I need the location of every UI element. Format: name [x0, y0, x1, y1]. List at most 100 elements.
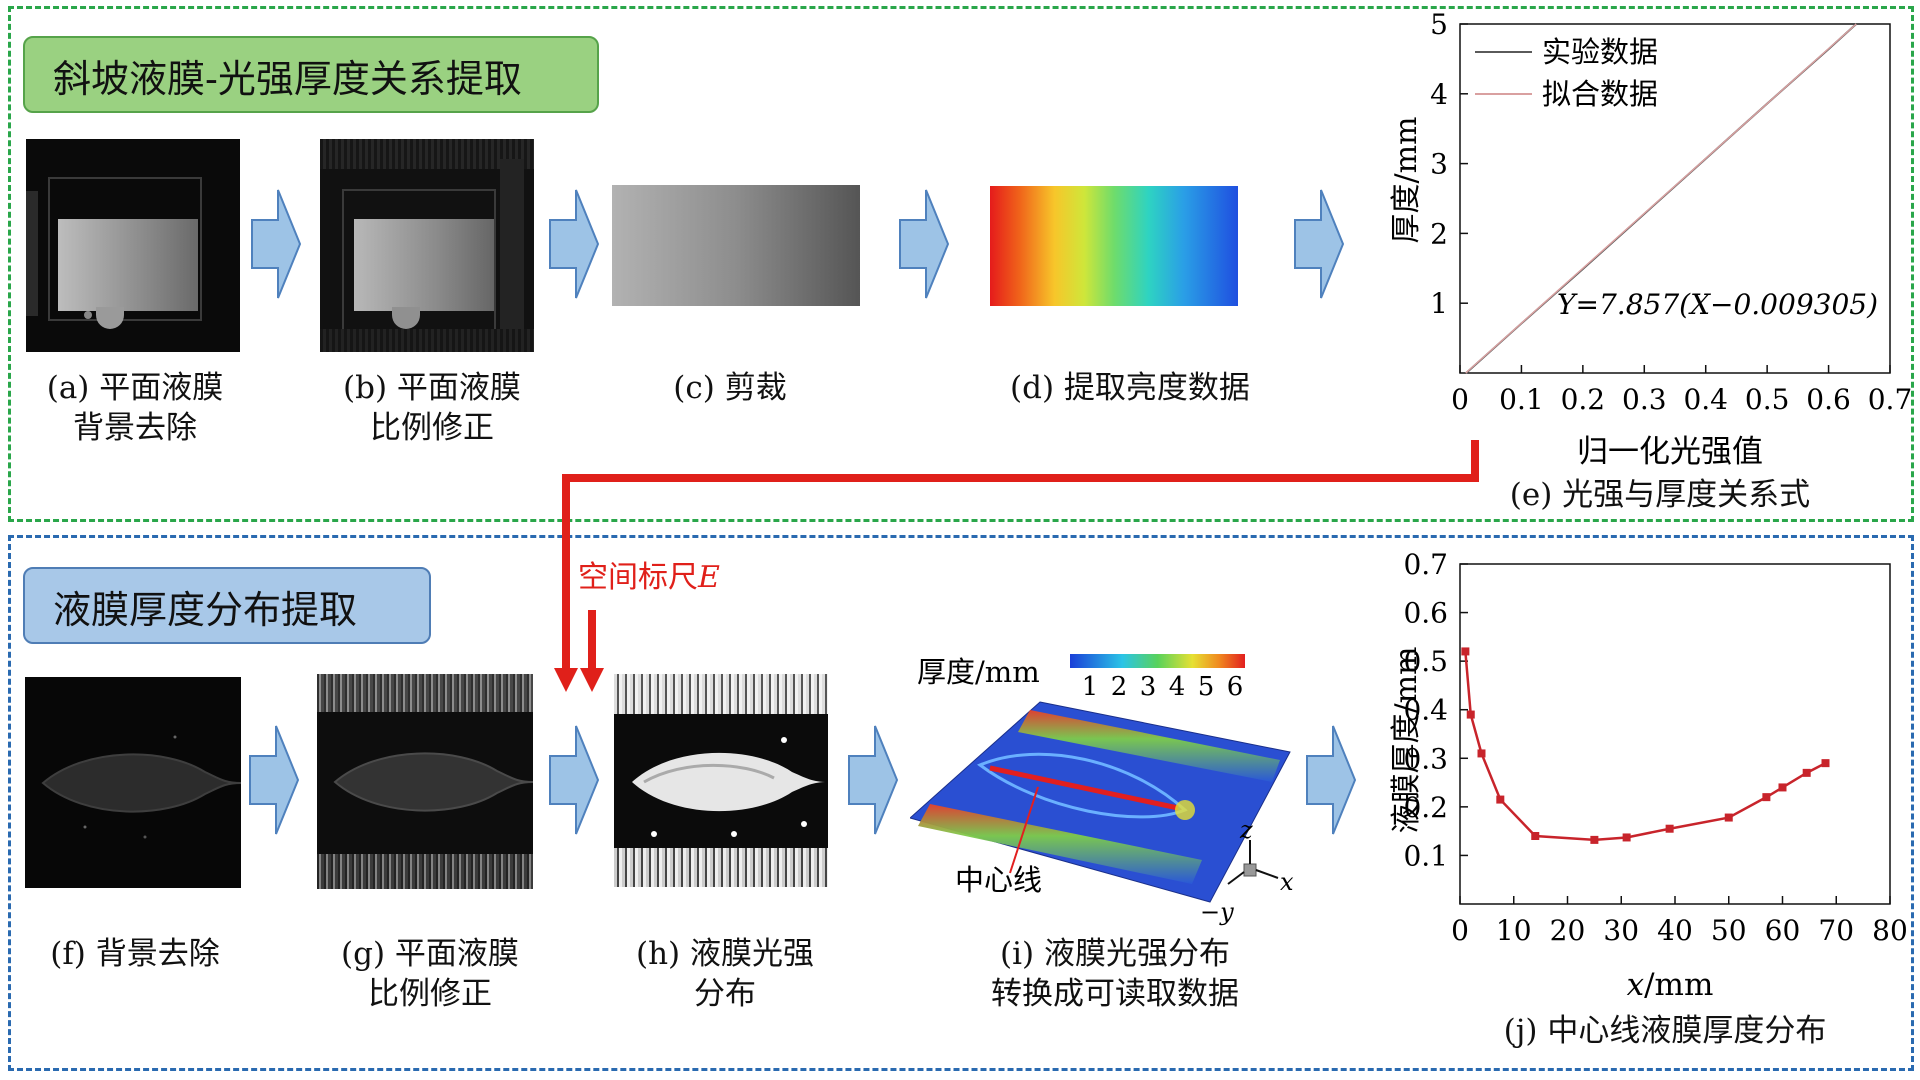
x-tick-label: 0.4 — [1683, 383, 1728, 416]
x-tick-label: 60 — [1765, 914, 1801, 947]
bottom-section-frame — [8, 535, 1914, 1071]
x-tick-label: 0.6 — [1806, 383, 1851, 416]
caption-a: (a) 平面液膜背景去除 — [46, 370, 224, 446]
data-point — [1477, 749, 1486, 758]
colorbar-tick: 1 — [1082, 672, 1099, 702]
x-tick-label: 0.5 — [1745, 383, 1790, 416]
chart-e-frame — [1459, 23, 1891, 374]
image-d-brightness-data — [990, 186, 1238, 306]
y-tick-label: 0.7 — [1403, 548, 1448, 581]
x-tick-label: 20 — [1550, 914, 1586, 947]
data-point — [1762, 793, 1771, 802]
x-tick-label: 0.2 — [1561, 383, 1606, 416]
x-tick-label: 80 — [1872, 914, 1908, 947]
y-tick-label: 0.6 — [1403, 597, 1448, 630]
image-c-cropped — [612, 185, 860, 306]
caption-h: (h) 液膜光强分布 — [635, 936, 814, 1012]
x-tick-label: 0.1 — [1499, 383, 1544, 416]
colorbar-tick: 2 — [1111, 672, 1128, 702]
caption-f: (f) 背景去除 — [50, 936, 220, 972]
x-tick-label: 0.7 — [1868, 383, 1913, 416]
colorbar-tick: 6 — [1227, 672, 1244, 702]
caption-j: (j) 中心线液膜厚度分布 — [1503, 1013, 1827, 1049]
y-tick-label: 0.3 — [1403, 742, 1448, 775]
y-tick-label: 2 — [1430, 217, 1448, 250]
chart-e-equation: Y=7.857(X−0.009305) — [1557, 288, 1878, 321]
y-tick-label: 0.1 — [1403, 839, 1448, 872]
y-tick-label: 3 — [1430, 148, 1448, 181]
data-point — [1778, 783, 1787, 792]
chart-e-ylabel: 厚度/mm — [1389, 116, 1424, 243]
image-f-background-removed — [25, 677, 241, 888]
series-line-thickness — [1464, 651, 1827, 842]
surface-plot-i: 1 2 3 4 5 6 厚度/mm 中心线 z x −y — [910, 654, 1294, 926]
data-point — [1466, 710, 1475, 719]
x-tick-label: 70 — [1818, 914, 1854, 947]
x-tick-label: 0 — [1451, 914, 1469, 947]
chart-j-centerline-thickness: 0 10 20 30 40 50 60 70 80 0.1 0.2 0.3 0.4 0.5 0.6 0.7 液… — [1389, 548, 1908, 1003]
image-b-ratio-corrected — [320, 139, 534, 352]
caption-d: (d) 提取亮度数据 — [1010, 370, 1250, 406]
legend-label: 实验数据 — [1542, 35, 1658, 69]
x-tick-label: 30 — [1603, 914, 1639, 947]
colorbar — [1070, 654, 1245, 668]
image-g-ratio-corrected — [317, 674, 533, 889]
data-point — [1590, 835, 1599, 844]
y-tick-label: 1 — [1430, 287, 1448, 320]
data-point — [1724, 813, 1733, 822]
caption-c: (c) 剪裁 — [673, 370, 787, 406]
chart-j-xlabel: x/mm — [1627, 967, 1714, 1003]
top-section-title: 斜坡液膜-光强厚度关系提取 — [23, 36, 599, 113]
colorbar-tick: 5 — [1198, 672, 1215, 702]
series-line-fitted — [1465, 23, 1857, 374]
y-tick-label: 5 — [1430, 8, 1448, 41]
data-point — [1821, 759, 1830, 768]
colorbar-title: 厚度/mm — [917, 655, 1040, 689]
colorbar-tick: 4 — [1169, 672, 1186, 702]
arrow-right-icon — [249, 725, 300, 835]
arrow-right-icon — [549, 725, 600, 835]
arrow-right-icon — [848, 725, 899, 835]
data-point — [1461, 647, 1470, 656]
y-tick-label: 0.2 — [1403, 791, 1448, 824]
arrow-right-icon — [1306, 725, 1357, 835]
y-tick-label: 4 — [1430, 78, 1448, 111]
chart-e-xlabel: 归一化光强值 — [1577, 434, 1763, 470]
bottom-section-title: 液膜厚度分布提取 — [23, 567, 431, 644]
data-point — [1802, 768, 1811, 777]
colorbar-tick: 3 — [1140, 672, 1157, 702]
axis-x-label: x — [1280, 868, 1294, 896]
x-tick-label: 40 — [1657, 914, 1693, 947]
caption-g: (g) 平面液膜比例修正 — [341, 936, 519, 1012]
caption-i: (i) 液膜光强分布转换成可读取数据 — [991, 936, 1239, 1012]
y-tick-label: 0.4 — [1403, 694, 1448, 727]
chart-j-ylabel: 液膜厚度/mm — [1389, 646, 1424, 833]
centerline-label: 中心线 — [955, 863, 1042, 897]
chart-j-frame — [1459, 563, 1891, 905]
image-h-intensity-distribution — [614, 674, 828, 887]
axes-triad-icon — [1227, 840, 1279, 885]
x-tick-label: 0 — [1451, 383, 1469, 416]
arrow-right-icon — [899, 189, 950, 299]
scale-label: 空间标尺E — [578, 560, 720, 595]
top-section-frame — [8, 6, 1914, 522]
red-connector-arrow — [554, 440, 1479, 692]
data-point — [1531, 832, 1540, 840]
y-tick-label: 0.5 — [1403, 645, 1448, 678]
arrow-right-icon — [251, 189, 302, 299]
data-point — [1665, 824, 1674, 833]
x-tick-label: 0.3 — [1622, 383, 1667, 416]
data-point — [1496, 795, 1505, 804]
arrow-right-icon — [549, 189, 600, 299]
data-point — [1622, 833, 1631, 842]
x-tick-label: 10 — [1496, 914, 1532, 947]
legend-label: 拟合数据 — [1542, 77, 1658, 111]
x-tick-label: 50 — [1711, 914, 1747, 947]
axis-z-label: z — [1239, 816, 1253, 844]
image-a-background-removed — [26, 139, 240, 352]
axis-y-label: −y — [1200, 898, 1234, 926]
caption-e: (e) 光强与厚度关系式 — [1509, 477, 1811, 513]
caption-b: (b) 平面液膜比例修正 — [343, 370, 521, 446]
arrow-right-icon — [1294, 189, 1345, 299]
